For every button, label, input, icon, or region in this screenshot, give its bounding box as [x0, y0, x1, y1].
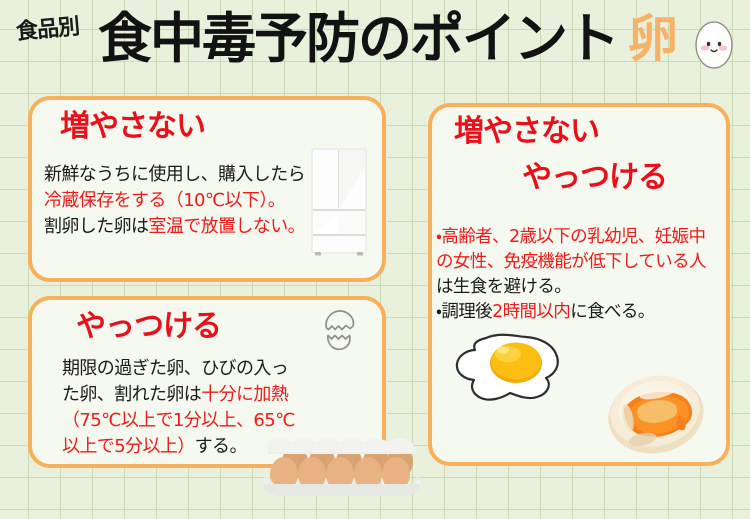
risk-line1: ・高齢者、2歳以下の乳幼児、妊娠中: [436, 227, 706, 247]
risk-line4b: 2時間以内: [492, 302, 571, 322]
panel-heading-heat: やっつける: [76, 309, 222, 344]
risk-line4c: に食べる。: [570, 302, 655, 322]
fridge-line1: 新鮮なうちに使用し、購入したら: [44, 164, 306, 185]
header: 食品別 食中毒予防のポイント 卵: [0, 0, 750, 88]
panel-heading-risk-1: 増やさない: [454, 114, 600, 149]
heat-line4a: 以上で5分以上）: [62, 436, 195, 457]
page-title: 食中毒予防のポイント: [98, 7, 620, 70]
fried-egg-icon: [455, 333, 559, 401]
fridge-line3a: 割卵した卵は: [44, 216, 149, 237]
panel-do-not-multiply-storage: 増やさない 新鮮なうちに使用し、購入したら 冷蔵保存をする（10℃以下）。 割卵…: [28, 96, 386, 282]
soft-boiled-egg-icon: [608, 375, 704, 454]
heat-line2b: 十分に加熱: [201, 384, 289, 405]
food-category-kanji: 卵: [628, 10, 678, 68]
heat-line4b: する。: [194, 436, 248, 457]
risk-line3: は生食を避ける。: [436, 277, 572, 297]
risk-line4a: ・調理後: [436, 302, 493, 322]
panel-body-heat: 期限の過ぎた卵、ひびの入っ た卵、割れた卵は十分に加熱 （75℃以上で1分以上、…: [62, 356, 295, 460]
panel-body-fridge: 新鮮なうちに使用し、購入したら 冷蔵保存をする（10℃以下）。 割卵した卵は室温…: [44, 162, 306, 240]
risk-line2: の女性、免疫機能が低下している人: [436, 252, 706, 272]
panel-body-risk: ・高齢者、2歳以下の乳幼児、妊娠中 の女性、免疫機能が低下している人 は生食を避…: [436, 225, 706, 325]
heat-line3: （75℃以上で1分以上、65℃: [62, 410, 295, 431]
carton-eggs-front: [270, 457, 410, 491]
fridge-line3b: 室温で放置しない。: [148, 216, 306, 237]
egg-carton-icon: [264, 438, 420, 496]
heat-line1: 期限の過ぎた卵、ひびの入っ: [62, 358, 289, 379]
fridge-line2: 冷蔵保存をする（10℃以下）。: [44, 190, 286, 211]
panel-heading-risk-2: やっつける: [522, 160, 668, 195]
egg-mascot-icon: [695, 21, 733, 69]
heat-line2a: た卵、割れた卵は: [62, 384, 202, 405]
header-kicker: 食品別: [15, 14, 81, 45]
refrigerator-icon: [311, 148, 367, 256]
cracked-egg-icon: [325, 310, 355, 351]
panel-heading-fridge: 増やさない: [60, 109, 206, 144]
